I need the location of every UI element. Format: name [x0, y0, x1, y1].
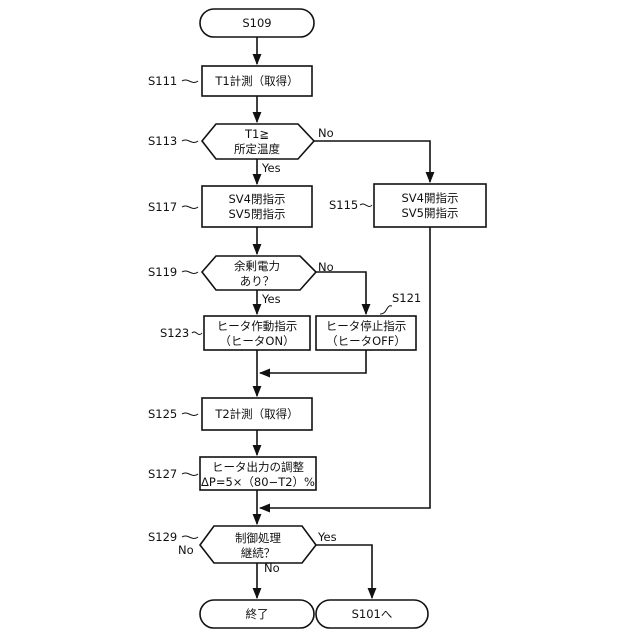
process-valve-open-line2: SV5開指示 [402, 206, 459, 220]
terminal-end-text: 終了 [246, 607, 269, 621]
step-label-s127: S127 [148, 467, 177, 481]
decision-temperature: T1≧ 所定温度 [202, 124, 314, 159]
leader-s127 [182, 473, 198, 476]
edge-dec2-no-to-heater-off [316, 272, 366, 314]
step-label-s123: S123 [160, 326, 189, 340]
leader-s123 [192, 332, 202, 335]
decision-temperature-line1: T1≧ [244, 127, 269, 141]
leader-s125 [182, 413, 198, 416]
leader-s119 [182, 271, 198, 274]
process-heater-on: ヒータ作動指示 （ヒータON） [204, 316, 310, 350]
edge-dec1-no-to-sv-close [314, 141, 430, 182]
leader-s115 [360, 204, 372, 207]
branch-dec3-no-down: No [264, 561, 280, 575]
process-t1-text: T1計測（取得） [214, 74, 298, 88]
process-valve-close-line2: SV5閉指示 [229, 207, 286, 221]
branch-dec1-yes: Yes [261, 161, 281, 175]
process-t2-text: T2計測（取得） [214, 407, 298, 421]
branch-dec1-no: No [318, 126, 334, 140]
branch-dec3-no-left: No [178, 543, 194, 557]
process-heater-on-line2: （ヒータON） [219, 334, 294, 348]
process-valve-close: SV4閉指示 SV5閉指示 [202, 186, 312, 227]
leader-s121 [380, 306, 392, 314]
leader-s111 [182, 80, 198, 83]
terminal-start-text: S109 [242, 16, 271, 30]
process-t2-measure: T2計測（取得） [202, 398, 312, 430]
step-label-s111: S111 [148, 74, 177, 88]
process-valve-open: SV4開指示 SV5開指示 [374, 184, 486, 227]
process-heater-off: ヒータ停止指示 （ヒータOFF） [316, 316, 416, 350]
decision-temperature-line2: 所定温度 [234, 142, 280, 156]
step-label-s113: S113 [148, 134, 177, 148]
process-heater-adjust-line2: ΔP=5×（80−T2）% [201, 475, 315, 489]
process-heater-adjust: ヒータ出力の調整 ΔP=5×（80−T2）% [200, 457, 316, 490]
step-label-s129: S129 [148, 530, 177, 544]
step-label-s115: S115 [329, 198, 358, 212]
terminal-start: S109 [200, 9, 314, 37]
process-valve-open-line1: SV4開指示 [402, 191, 459, 205]
leader-s113 [182, 140, 198, 143]
process-t1-measure: T1計測（取得） [202, 66, 312, 96]
branch-dec2-no: No [318, 260, 334, 274]
process-heater-on-line1: ヒータ作動指示 [217, 319, 298, 333]
leader-s117 [182, 206, 198, 209]
decision-surplus-line1: 余剰電力 [234, 259, 280, 273]
process-heater-adjust-line1: ヒータ出力の調整 [212, 460, 304, 474]
branch-dec3-yes: Yes [317, 530, 337, 544]
decision-continue-line2: 継続？ [241, 546, 276, 560]
terminal-goto-text: S101へ [352, 607, 393, 621]
step-label-s121: S121 [392, 291, 421, 305]
decision-continue-line1: 制御処理 [235, 531, 281, 545]
process-heater-off-line1: ヒータ停止指示 [326, 319, 407, 333]
step-label-s119: S119 [148, 265, 177, 279]
nodes: S109 T1計測（取得） T1≧ 所定温度 SV4閉指示 SV5閉指示 SV4… [200, 9, 486, 628]
branch-dec2-yes: Yes [261, 292, 281, 306]
edge-dec3-yes-to-goto [316, 545, 372, 598]
edge-heater-off-merge [260, 350, 366, 373]
terminal-end: 終了 [200, 600, 314, 628]
decision-surplus-power: 余剰電力 あり？ [202, 256, 316, 290]
leader-s129 [182, 536, 198, 539]
step-label-s125: S125 [148, 407, 177, 421]
decision-continue: 制御処理 継続？ [200, 526, 316, 563]
process-heater-off-line2: （ヒータOFF） [326, 334, 406, 348]
process-valve-close-line1: SV4閉指示 [229, 192, 286, 206]
decision-surplus-line2: あり？ [240, 274, 275, 288]
step-label-s117: S117 [148, 200, 177, 214]
terminal-goto-s101: S101へ [316, 600, 428, 628]
